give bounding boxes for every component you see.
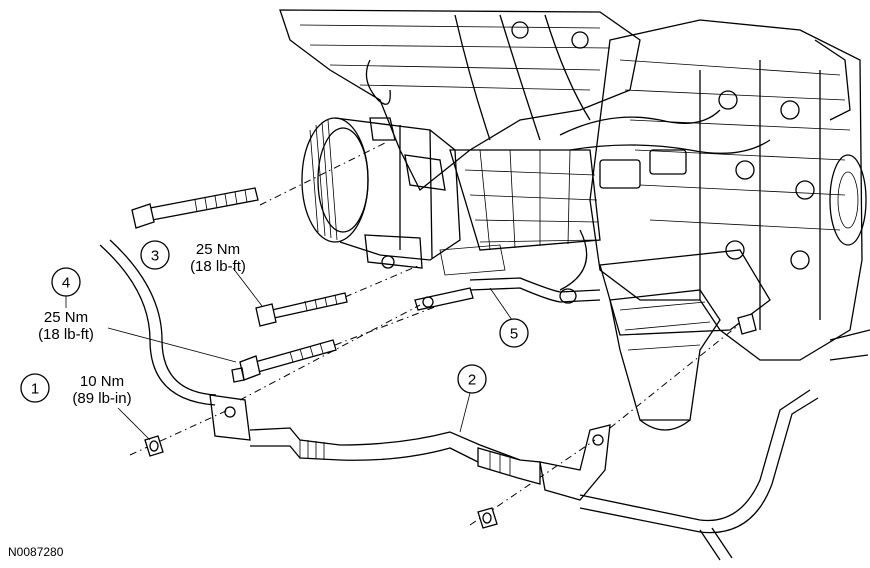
callout-circle: [20, 373, 50, 403]
callout-number: 1: [31, 381, 39, 398]
intake-manifold: [279, 9, 641, 192]
ac-compressor: [301, 117, 506, 276]
callout-5: 5: [499, 318, 529, 348]
callout-circle: [140, 240, 170, 270]
callout-circle: [499, 318, 529, 348]
torque-metric: 10 Nm: [80, 373, 124, 390]
compressor-bolt-3: [255, 264, 421, 327]
callout-circle: [51, 267, 81, 297]
torque-metric: 25 Nm: [44, 309, 88, 326]
catalytic-converter: [599, 249, 771, 431]
callout-2: 2: [457, 364, 487, 394]
figure-id: N0087280: [8, 545, 64, 559]
callout-number: 5: [510, 326, 518, 343]
wire-harness: [449, 109, 771, 291]
callout-4: 4 25 Nm (18 lb-ft): [38, 267, 94, 343]
torque-metric: 25 Nm: [196, 241, 240, 258]
leader-lines: [65, 267, 513, 441]
compressor-upper-bolt: [131, 142, 386, 229]
tube-bracket-nut-right: [469, 313, 757, 529]
compressor-stud: [414, 287, 474, 311]
torque-imperial: (18 lb-ft): [190, 258, 246, 275]
coolant-tube: [469, 277, 601, 304]
torque-imperial: (18 lb-ft): [38, 326, 94, 343]
callout-3: 3 25 Nm (18 lb-ft): [140, 240, 246, 275]
callout-number: 4: [62, 275, 70, 292]
torque-imperial: (89 lb-in): [72, 390, 131, 407]
tube-bracket-nut-1: [129, 304, 421, 457]
compressor-bolt-4: [231, 304, 441, 383]
callout-1: 1 10 Nm (89 lb-in): [20, 373, 132, 407]
callout-circle: [457, 364, 487, 394]
callout-number: 3: [151, 248, 159, 265]
callout-number: 2: [468, 372, 476, 389]
tube-assembly: [99, 239, 819, 561]
engine-block: [589, 19, 870, 361]
